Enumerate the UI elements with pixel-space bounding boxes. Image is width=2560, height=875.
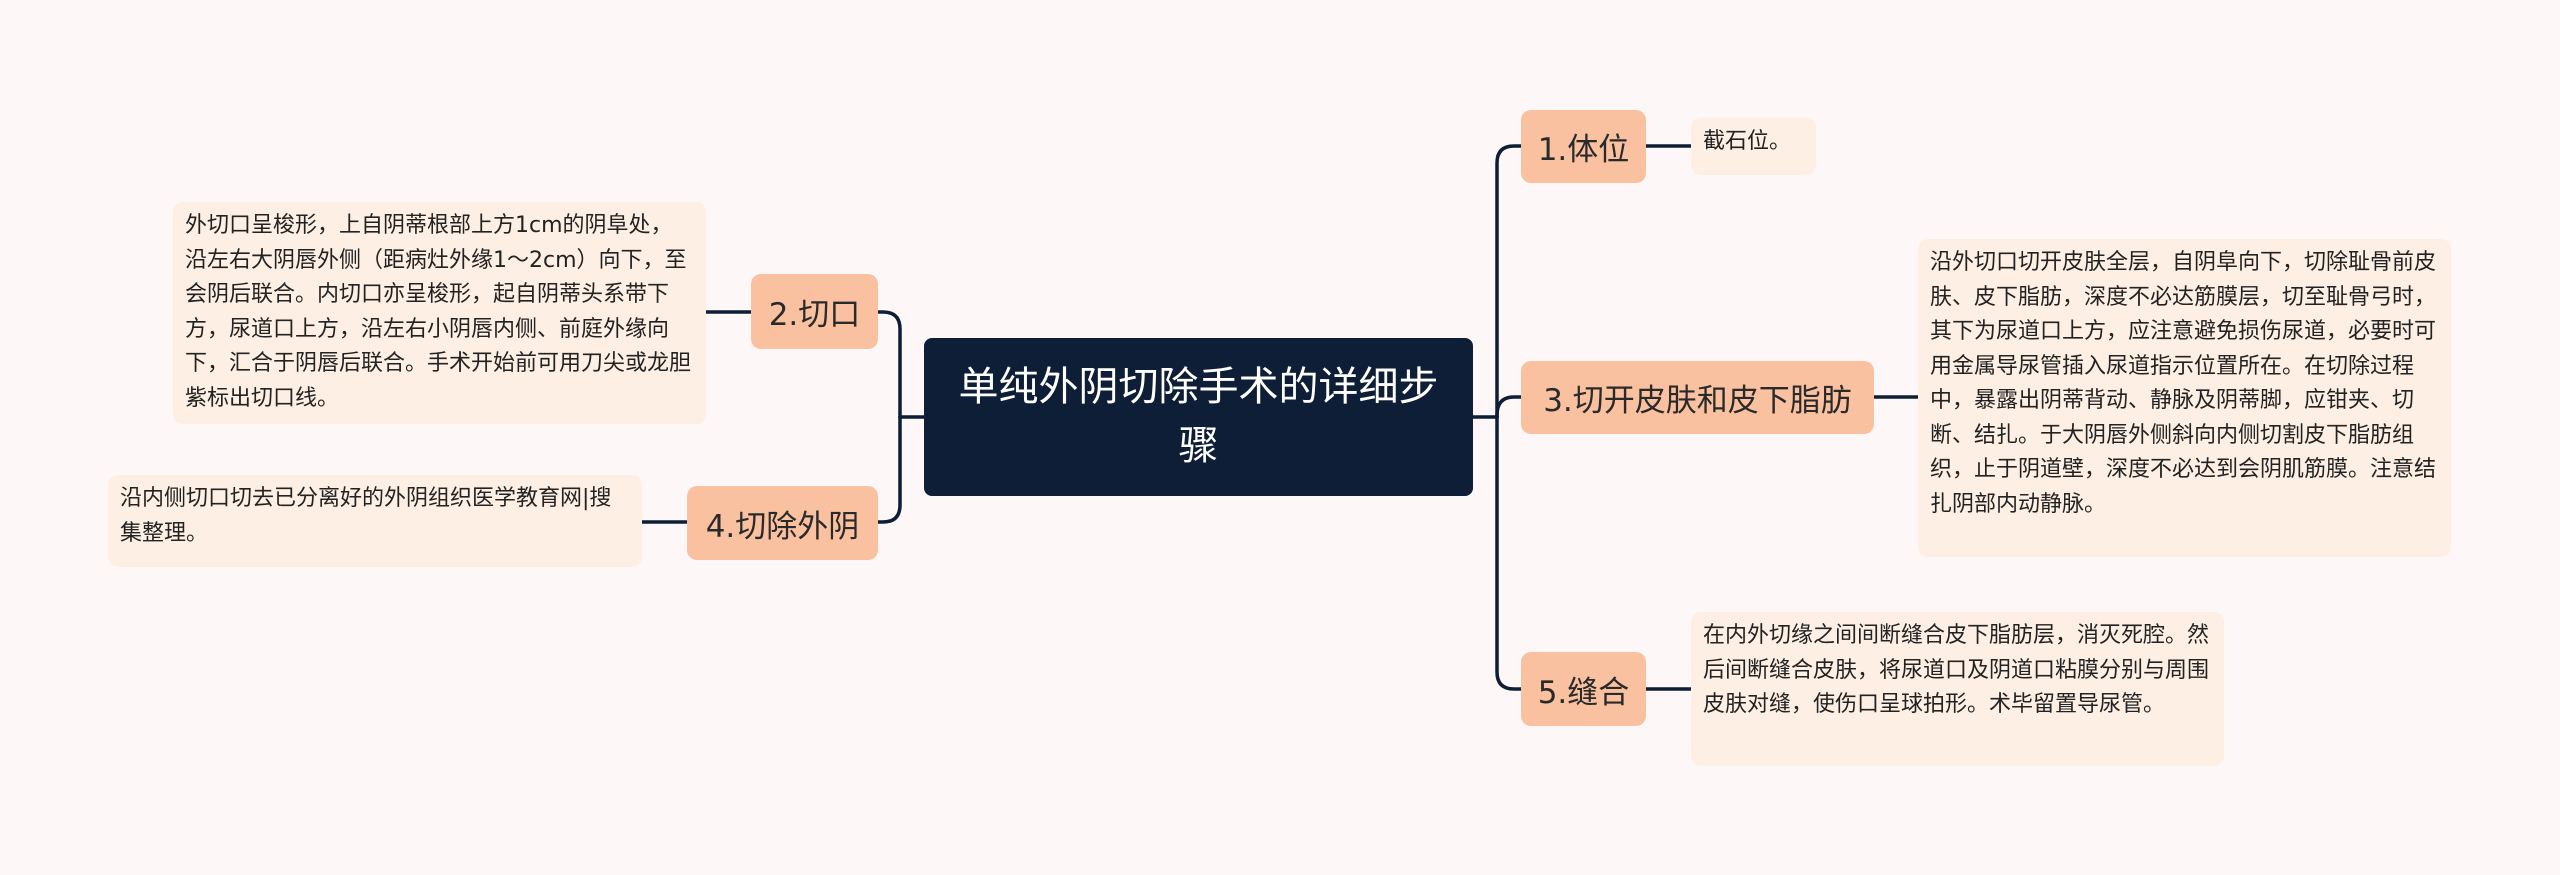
connector-branch-3 xyxy=(1495,395,1523,419)
branch-2-detail[interactable]: 外切口呈梭形，上自阴蒂根部上方1cm的阴阜处，沿左右大阴唇外侧（距病灶外缘1～2… xyxy=(173,202,706,424)
branch-1-detail[interactable]: 截石位。 xyxy=(1691,118,1816,175)
branch-3-detail-text: 沿外切口切开皮肤全层，自阴阜向下，切除耻骨前皮肤、皮下脂肪，深度不必达筋膜层，切… xyxy=(1930,250,2437,517)
branch-1-topic[interactable]: 1.体位 xyxy=(1521,110,1646,183)
branch-5-topic[interactable]: 5.缝合 xyxy=(1521,652,1646,726)
branch-5-label: 5.缝合 xyxy=(1537,674,1630,711)
branch-2-detail-text: 外切口呈梭形，上自阴蒂根部上方1cm的阴阜处，沿左右大阴唇外侧（距病灶外缘1～2… xyxy=(185,213,692,411)
connector-branch-5 xyxy=(1495,415,1523,691)
branch-5-detail[interactable]: 在内外切缘之间间断缝合皮下脂肪层，消灭死腔。然后间断缝合皮肤，将尿道口及阴道口粘… xyxy=(1691,612,2224,766)
root-topic-label: 单纯外阴切除手术的详细步骤 xyxy=(958,364,1439,469)
branch-2-label: 2.切口 xyxy=(768,297,861,333)
branch-4-label: 4.切除外阴 xyxy=(705,508,860,545)
branch-3-label: 3.切开皮肤和皮下脂肪 xyxy=(1543,383,1852,419)
branch-2-topic[interactable]: 2.切口 xyxy=(751,274,878,349)
branch-5-detail-text: 在内外切缘之间间断缝合皮下脂肪层，消灭死腔。然后间断缝合皮肤，将尿道口及阴道口粘… xyxy=(1703,623,2210,717)
branch-4-topic[interactable]: 4.切除外阴 xyxy=(687,486,878,560)
connector-branch-2 xyxy=(876,310,902,419)
branch-4-detail-text: 沿内侧切口切去已分离好的外阴组织医学教育网|搜集整理。 xyxy=(120,486,612,546)
branch-3-detail[interactable]: 沿外切口切开皮肤全层，自阴阜向下，切除耻骨前皮肤、皮下脂肪，深度不必达筋膜层，切… xyxy=(1918,239,2451,557)
connector-branch-1 xyxy=(1495,144,1523,419)
connector-branch-4 xyxy=(876,415,902,524)
branch-3-topic[interactable]: 3.切开皮肤和皮下脂肪 xyxy=(1521,361,1874,434)
root-topic[interactable]: 单纯外阴切除手术的详细步骤 xyxy=(924,338,1473,496)
branch-4-detail[interactable]: 沿内侧切口切去已分离好的外阴组织医学教育网|搜集整理。 xyxy=(108,475,642,567)
branch-1-label: 1.体位 xyxy=(1537,132,1630,168)
branch-1-detail-text: 截石位。 xyxy=(1703,129,1792,154)
